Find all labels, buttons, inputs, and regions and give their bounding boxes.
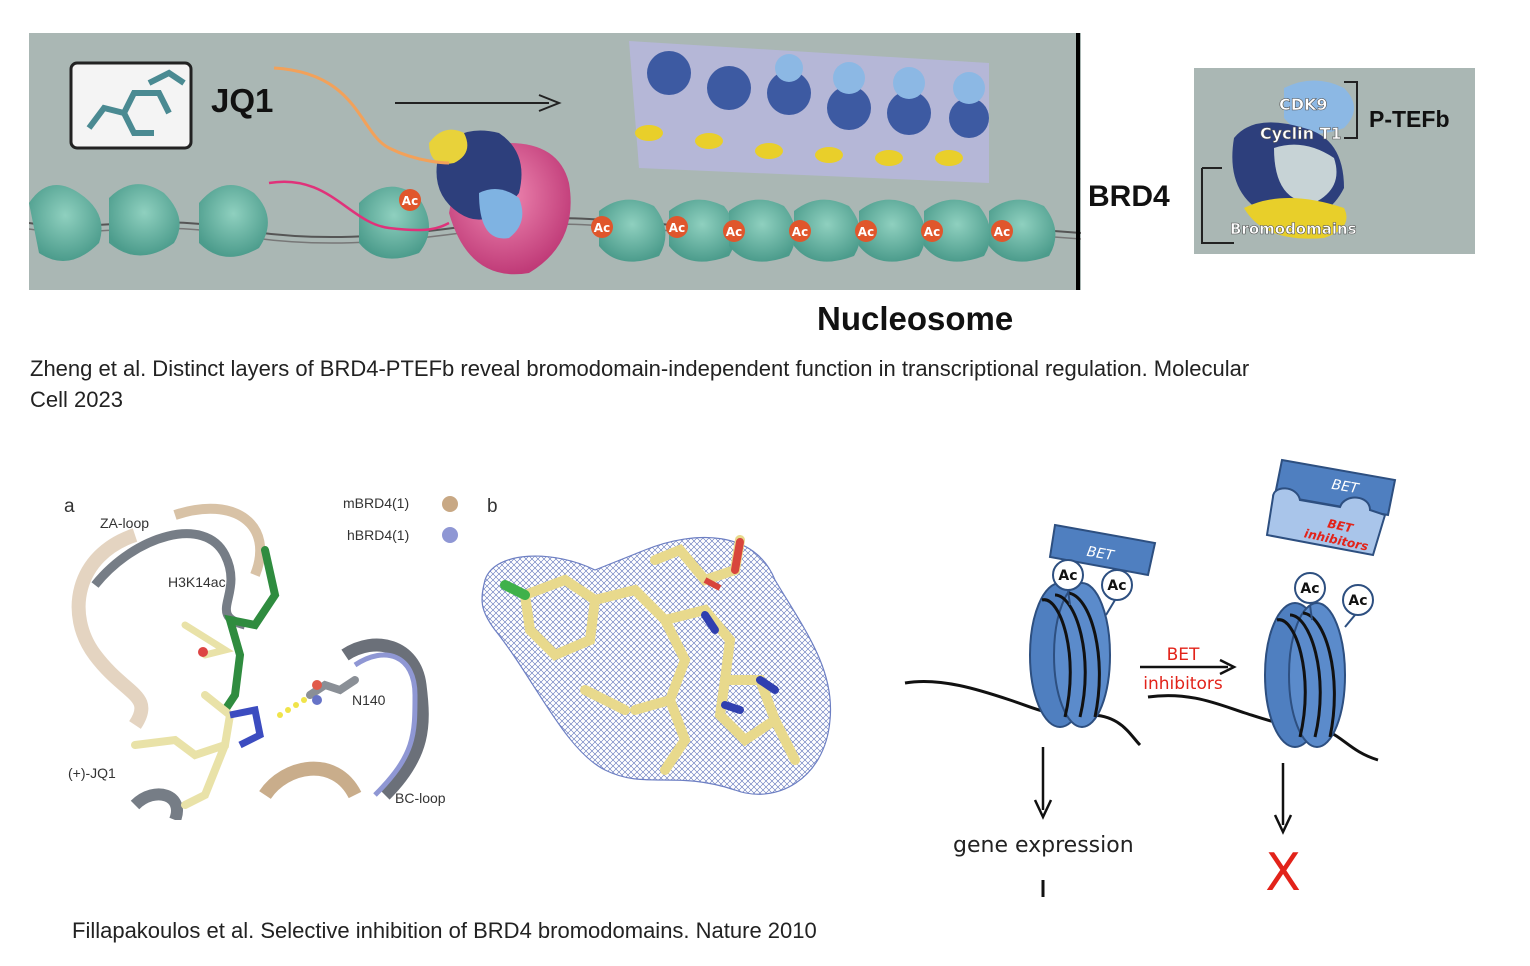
- ac-badges: Ac Ac Ac Ac Ac Ac Ac Ac: [399, 189, 1013, 242]
- cyclin-label: Cyclin T1: [1260, 124, 1342, 143]
- ac-badge: Ac: [666, 216, 688, 238]
- ac-badge: Ac: [921, 220, 943, 242]
- ac-label: Ac: [1300, 581, 1319, 597]
- cdk9-label: CDK9: [1279, 95, 1328, 114]
- panel-a-structure: ZA-loop H3K14ac N140 (+)-JQ1 BC-loop mBR…: [68, 495, 458, 820]
- ac-badge: Ac: [723, 220, 745, 242]
- jq1-label: JQ1: [211, 82, 274, 119]
- svg-text:Ac: Ac: [792, 225, 808, 239]
- legend-mbrd4: mBRD4(1): [343, 495, 409, 511]
- svg-text:Ac: Ac: [994, 225, 1010, 239]
- panel-a-letter: a: [64, 496, 75, 517]
- bromodomains-label: Bromodomains: [1230, 220, 1357, 238]
- bet-label: BET: [1330, 477, 1361, 498]
- bet-protein-inhibited: BET BET inhibitors: [1265, 458, 1397, 557]
- ac-badge: Ac: [855, 220, 877, 242]
- inhibitor-label-bet: BET: [1326, 517, 1355, 536]
- ac-label: Ac: [1348, 593, 1367, 609]
- brd4-label: BRD4: [1088, 180, 1170, 213]
- ac-label: Ac: [1058, 568, 1077, 584]
- ac-badge: Ac: [991, 220, 1013, 242]
- gene-expression-label: gene expression: [953, 833, 1134, 858]
- nucleosome-render-panel: [29, 33, 1081, 290]
- arrow-label-inhibitors: inhibitors: [1143, 674, 1223, 694]
- bet-protein-left: BET Ac Ac: [1048, 523, 1157, 616]
- citation-top: Zheng et al. Distinct layers of BRD4-PTE…: [30, 356, 1250, 412]
- panel-b-letter: b: [487, 496, 498, 517]
- n140-label: N140: [352, 692, 386, 708]
- panel-divider: [1076, 33, 1080, 290]
- citation-bottom: Fillapakoulos et al. Selective inhibitio…: [72, 918, 817, 943]
- svg-text:Ac: Ac: [669, 221, 685, 235]
- legend-swatch-mbrd4: [442, 496, 458, 512]
- svg-text:Ac: Ac: [858, 225, 874, 239]
- ptefb-label: P-TEFb: [1369, 106, 1450, 132]
- jq1-stick-label: (+)-JQ1: [68, 765, 116, 781]
- svg-text:Ac: Ac: [924, 225, 940, 239]
- panel-b-density: [481, 535, 832, 795]
- arrow-label-bet: BET: [1167, 645, 1200, 665]
- nucleosome-left: [1029, 582, 1111, 728]
- bc-loop-label: BC-loop: [395, 790, 446, 806]
- brd4-ptefb-inset: CDK9 Cyclin T1 Bromodomains: [1194, 68, 1475, 254]
- nucleosome-render: [29, 41, 1081, 275]
- svg-text:Ac: Ac: [402, 194, 418, 208]
- nucleosome-label: Nucleosome: [817, 300, 1014, 337]
- legend-swatch-hbrd4: [442, 527, 458, 543]
- ac-badge: Ac: [399, 189, 421, 211]
- bet-label: BET: [1085, 544, 1116, 565]
- svg-text:Ac: Ac: [594, 221, 610, 235]
- svg-text:Ac: Ac: [726, 225, 742, 239]
- ac-badge: Ac: [789, 220, 811, 242]
- nucleosome-right: Ac Ac: [1264, 572, 1374, 748]
- dna-strand: [904, 679, 1142, 747]
- legend-hbrd4: hBRD4(1): [347, 527, 409, 543]
- za-loop-label: ZA-loop: [100, 515, 149, 531]
- bet-inhibition-diagram: BET Ac Ac gene expression BET inhibitors…: [904, 458, 1397, 903]
- ac-label: Ac: [1107, 578, 1126, 594]
- brd4-structure: CDK9 Cyclin T1 Bromodomains: [1201, 80, 1358, 244]
- blocked-x-mark: X: [1265, 843, 1301, 903]
- h3k14ac-label: H3K14ac: [168, 574, 226, 590]
- ac-badge: Ac: [591, 216, 613, 238]
